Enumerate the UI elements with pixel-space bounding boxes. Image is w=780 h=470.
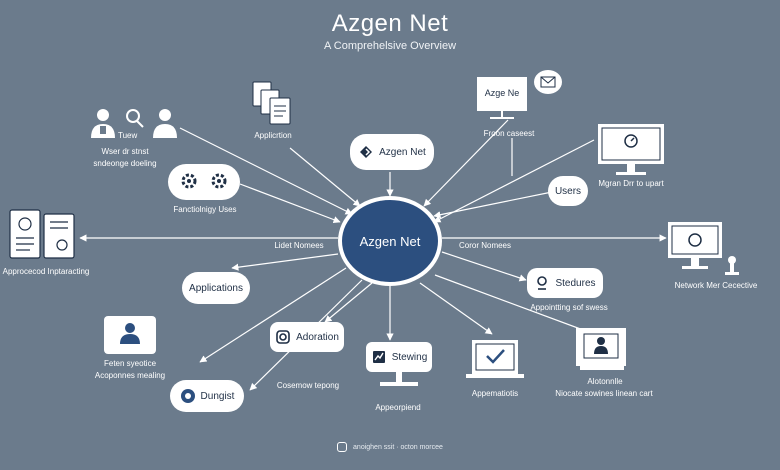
- laptop-icon: [466, 340, 524, 378]
- node-adoration[interactable]: Adoration: [270, 322, 344, 352]
- label-cosemow: Cosemow tepong: [276, 381, 340, 390]
- node-dungist[interactable]: Dungist: [170, 380, 244, 412]
- monitor-screen-label: Azge Ne: [484, 88, 520, 98]
- magnifier-icon: [126, 109, 144, 128]
- label-coror-nomees: Coror Nomees: [458, 241, 511, 250]
- edge-froon: [423, 119, 509, 207]
- node-users[interactable]: Users: [548, 176, 588, 206]
- gear-icon-2: [209, 171, 229, 194]
- label-applicrtion: Applicrtion: [254, 131, 292, 140]
- hub-node[interactable]: Azgen Net: [338, 196, 442, 286]
- camera-icon: [275, 329, 291, 345]
- hub-label: Azgen Net: [359, 233, 421, 249]
- diagram-title: Azgen Net: [331, 10, 449, 37]
- label-appointing: Appointting sof swess: [530, 303, 608, 312]
- edge-appemations: [419, 282, 493, 335]
- monitor-icon-network: [668, 222, 739, 275]
- label-lidet-nomees: Lidet Nomees: [274, 241, 324, 250]
- chart-card-icon: [371, 349, 387, 365]
- footer-text: anoighen ssit · octon morcee: [353, 443, 443, 451]
- stewing-base: [380, 382, 418, 386]
- node-adoration-label: Adoration: [296, 331, 339, 343]
- person-card-icon: [104, 316, 156, 354]
- node-gears[interactable]: [168, 164, 240, 200]
- document-form-icon: [9, 209, 75, 259]
- label-feten-1: Feten syeotice: [103, 359, 157, 368]
- label-mgran-upart: Mgran Drr to upart: [598, 179, 664, 188]
- mail-bubble-icon: [534, 70, 562, 94]
- edge-application: [289, 147, 361, 207]
- label-wser-2: sndeonge doeling: [93, 159, 157, 168]
- person-pin-icon: [534, 275, 550, 291]
- label-appemations: Appematiotis: [471, 389, 519, 398]
- node-stedures[interactable]: Stedures: [527, 268, 603, 298]
- person-icon-left: [91, 109, 115, 138]
- node-stewing[interactable]: Stewing: [366, 342, 432, 372]
- label-tuew: Tuew: [118, 131, 138, 140]
- footer: anoighen ssit · octon morcee: [0, 442, 780, 452]
- stewing-stand: [396, 372, 402, 382]
- label-approcecd: Approcecod Inptaracting: [2, 267, 90, 276]
- edge-mgran: [433, 139, 595, 223]
- monitor-icon-top: [477, 77, 527, 119]
- edge-feten: [199, 267, 347, 363]
- edge-adoration: [324, 282, 373, 323]
- edge-niocate: [434, 274, 595, 336]
- label-froon-caseest: Froon caseest: [483, 129, 535, 138]
- node-azgen-net-label: Azgen Net: [379, 146, 426, 158]
- label-niocate: Niocate sowines linean cart: [555, 389, 653, 398]
- node-applications-label: Applications: [189, 282, 243, 294]
- person-icon-right: [153, 109, 177, 138]
- edge-stedures: [441, 251, 527, 282]
- monitor-icon-person: [576, 328, 626, 370]
- gear-icon: [179, 171, 199, 194]
- node-users-label: Users: [554, 185, 582, 197]
- node-stedures-label: Stedures: [555, 277, 596, 289]
- edge-users-left: [179, 127, 353, 215]
- label-appoonplend: Appeorpiend: [375, 403, 421, 412]
- node-dungist-label: Dungist: [200, 390, 235, 402]
- label-wser-1: Wser dr stnst: [101, 147, 149, 156]
- label-alotonnlle: Alotonnlle: [587, 377, 623, 386]
- edge-applications: [231, 253, 339, 271]
- label-fanctiolity: Fanctiolnigy Uses: [173, 205, 237, 214]
- node-applications[interactable]: Applications: [182, 272, 250, 304]
- node-stewing-label: Stewing: [391, 351, 428, 363]
- diagram-subtitle: A Comprehelsive Overview: [323, 40, 457, 52]
- node-azgen-net[interactable]: Azgen Net: [350, 134, 434, 170]
- diamond-icon: [358, 144, 374, 160]
- instagram-icon: [337, 442, 348, 452]
- label-network-cective: Network Mer Cecective: [674, 281, 758, 290]
- chat-icon: [180, 388, 196, 404]
- label-feten-2: Acoponnes mealing: [94, 371, 166, 380]
- monitor-icon-clock: [598, 124, 664, 175]
- edge-functionality: [239, 183, 341, 224]
- documents-icon: [252, 81, 291, 125]
